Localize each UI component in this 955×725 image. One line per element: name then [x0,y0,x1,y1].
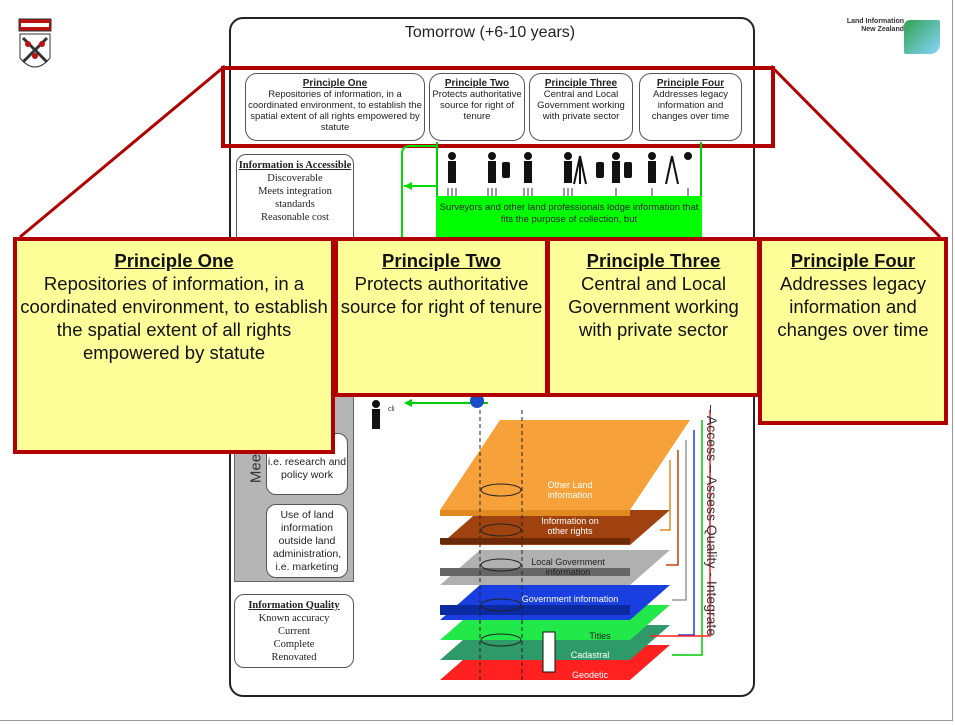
information-accessible-box: Information is Accessible Discoverable M… [236,154,354,248]
client-person-icon [356,396,402,438]
green-flow-arrows [401,145,436,250]
callout-principle-four: Principle Four Addresses legacy informat… [758,237,948,425]
layer-label-titles: Titles [589,631,611,641]
callout-principle-two: Principle Two Protects authoritative sou… [334,237,549,397]
layer-label-other-rights: Information on other rights [541,516,599,536]
linz-logo: Land Information New Zealand [842,18,942,68]
surveyor-lodge-text: Surveyors and other land professionals l… [436,196,702,240]
information-quality-box: Information Quality Known accuracy Curre… [234,594,354,668]
university-crest-logo [18,18,52,68]
layer-label-cadastral: Cadastral [570,650,610,660]
layer-label-geodetic: Geodetic [571,670,609,680]
small-principle-four: Principle Four Addresses legacy informat… [639,73,742,141]
small-principle-one: Principle One Repositories of informatio… [245,73,425,141]
callout-principle-one: Principle One Repositories of informatio… [13,237,335,454]
client-fragment: cli [388,406,395,413]
layer-label-government: Government information [521,594,619,604]
surveyor-people-icons [447,152,692,196]
surveyor-area [436,142,702,202]
layer-label-other-land: Other Land information [547,480,593,500]
linz-logo-mark [904,20,940,54]
small-principle-two: Principle Two Protects authoritative sou… [429,73,525,141]
layer-label-local-gov: Local Government information [531,557,605,577]
small-principle-three: Principle Three Central and Local Govern… [529,73,633,141]
callout-principle-three: Principle Three Central and Local Govern… [546,237,761,397]
slide-title: Tomorrow (+6-10 years) [404,24,576,41]
principles-highlight-frame [221,66,775,148]
globe-icon [470,394,484,408]
information-layers-stack [440,410,711,680]
outside-use-box: Use of land information outside land adm… [266,504,348,578]
